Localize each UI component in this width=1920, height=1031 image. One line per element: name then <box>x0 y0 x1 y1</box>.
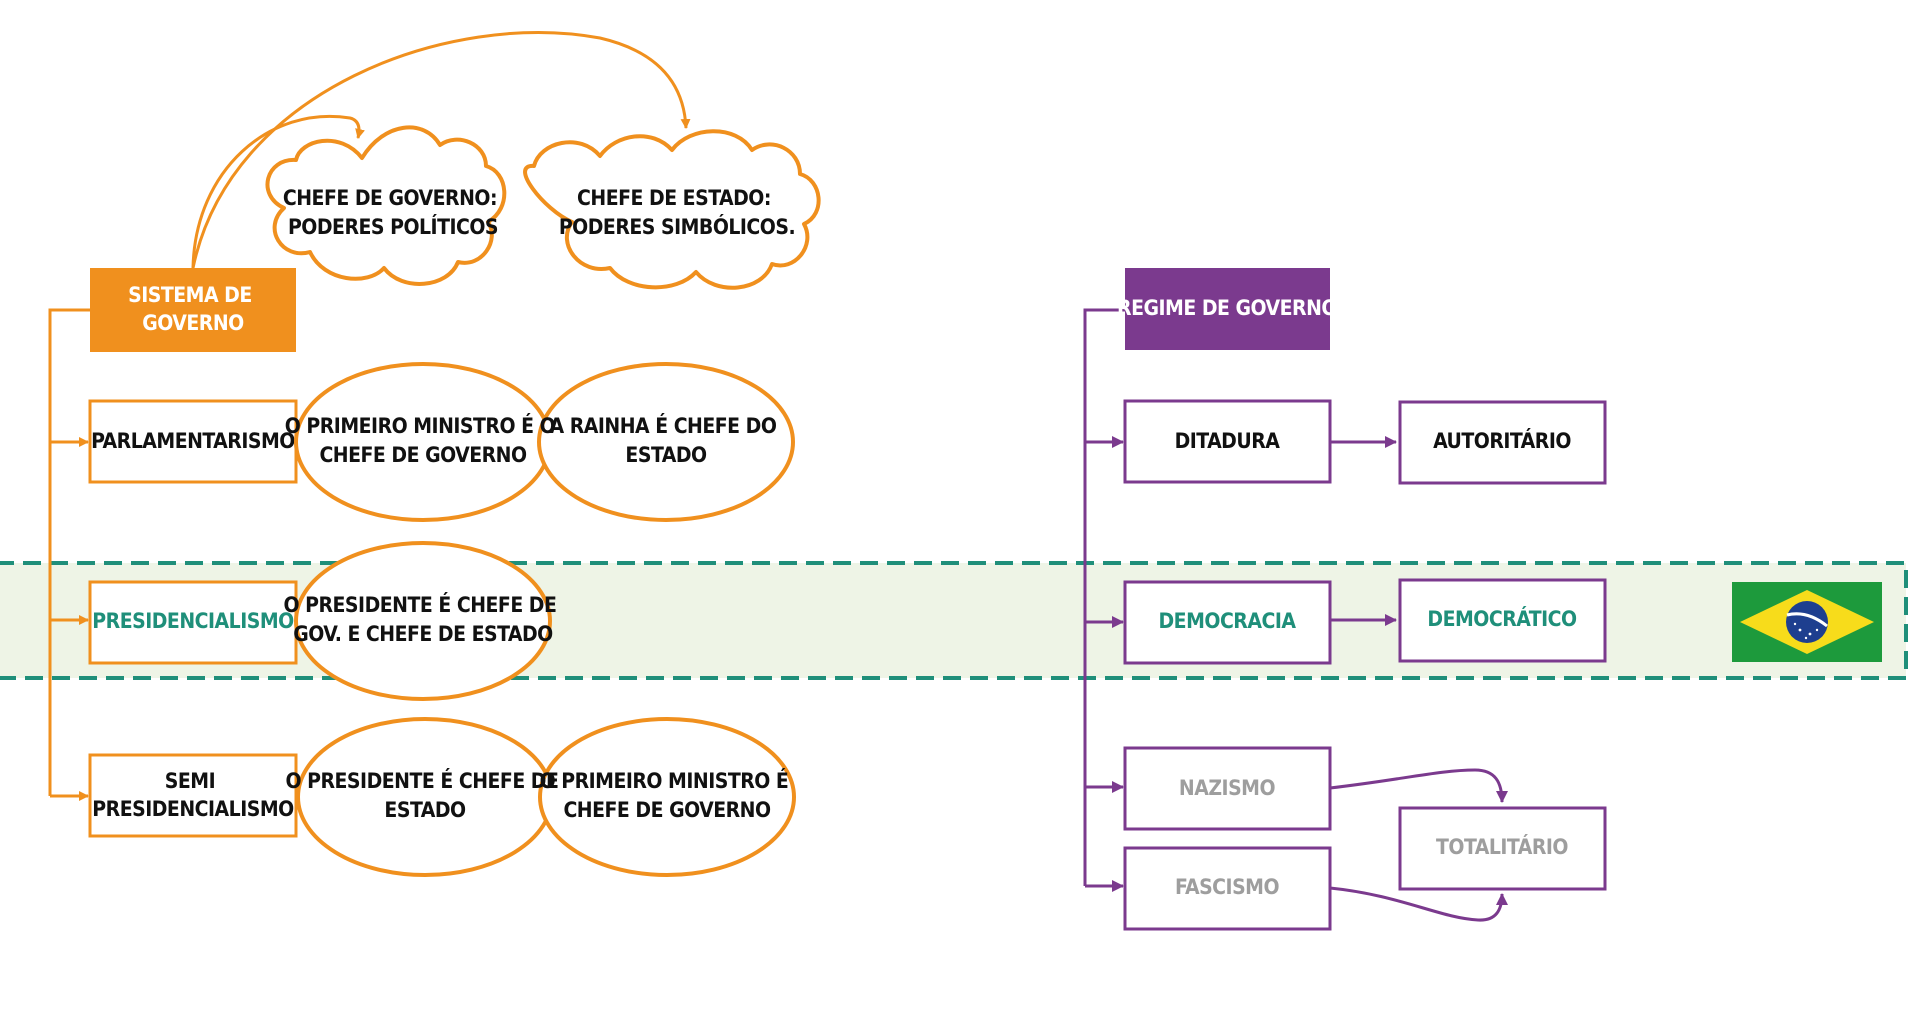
presidencialismo-label: PRESIDENCIALISMO <box>92 609 294 633</box>
democratico-box <box>1398 578 1607 663</box>
semi-ellipse-2-text: O PRIMEIRO MINISTRO É CHEFE DE GOVERNO <box>540 768 795 822</box>
fascismo-box <box>1123 846 1332 931</box>
nazismo-label: NAZISMO <box>1179 776 1276 800</box>
democracia-label: DEMOCRACIA <box>1158 609 1296 633</box>
regime-connectors <box>1083 308 1508 922</box>
ditadura-label: DITADURA <box>1175 429 1281 453</box>
semi-ellipse-1-text: O PRESIDENTE É CHEFE DE ESTADO <box>286 768 565 822</box>
cloud-chefe-de-governo-text: CHEFE DE GOVERNO: PODERES POLÍTICOS <box>283 186 503 239</box>
parlamentarismo-box <box>88 399 298 484</box>
regime-de-governo-box <box>1125 268 1330 350</box>
fascismo-label: FASCISMO <box>1175 875 1280 899</box>
autoritario-box <box>1398 400 1607 485</box>
ellipse-primeiro-ministro-chefe-de-governo-semi <box>538 717 796 877</box>
cloud-chefe-de-governo: CHEFE DE GOVERNO: PODERES POLÍTICOS <box>265 125 507 286</box>
ellipse-presidente-chefe-de-estado <box>296 717 554 877</box>
sistema-de-governo-title: SISTEMA DE GOVERNO <box>128 283 258 335</box>
parlamentarismo-ellipse-1-text: O PRIMEIRO MINISTRO É O CHEFE DE GOVERNO <box>285 413 561 467</box>
democratico-label: DEMOCRÁTICO <box>1427 606 1577 631</box>
presidencialismo-ellipse-text: O PRESIDENTE É CHEFE DE GOV. E CHEFE DE … <box>284 592 563 646</box>
ditadura-box <box>1123 399 1332 484</box>
nazismo-box <box>1123 746 1332 831</box>
totalitario-label: TOTALITÁRIO <box>1436 834 1568 859</box>
ellipse-presidente-chefe-de-gov-e-estado <box>294 541 552 701</box>
democracia-box <box>1123 580 1332 665</box>
cloud-chefe-de-estado-text: CHEFE DE ESTADO: PODERES SIMBÓLICOS. <box>559 186 795 239</box>
cloud-chefe-de-estado: CHEFE DE ESTADO: PODERES SIMBÓLICOS. <box>523 129 821 290</box>
autoritario-label: AUTORITÁRIO <box>1433 428 1571 453</box>
ellipse-primeiro-ministro-chefe-de-governo <box>294 362 552 522</box>
totalitario-box <box>1398 806 1607 891</box>
parlamentarismo-label: PARLAMENTARISMO <box>91 429 295 453</box>
ellipse-rainha-chefe-do-estado <box>537 362 795 522</box>
semi-presidencialismo-box <box>88 753 298 838</box>
parlamentarismo-ellipse-2-text: A RAINHA É CHEFE DO ESTADO <box>550 413 783 467</box>
sistema-connectors <box>48 31 691 801</box>
semi-presidencialismo-label: SEMI PRESIDENCIALISMO <box>92 769 294 821</box>
sistema-de-governo-box <box>90 268 296 352</box>
brazil-flag-icon <box>1732 582 1882 662</box>
regime-de-governo-title: REGIME DE GOVERNO <box>1117 296 1337 320</box>
